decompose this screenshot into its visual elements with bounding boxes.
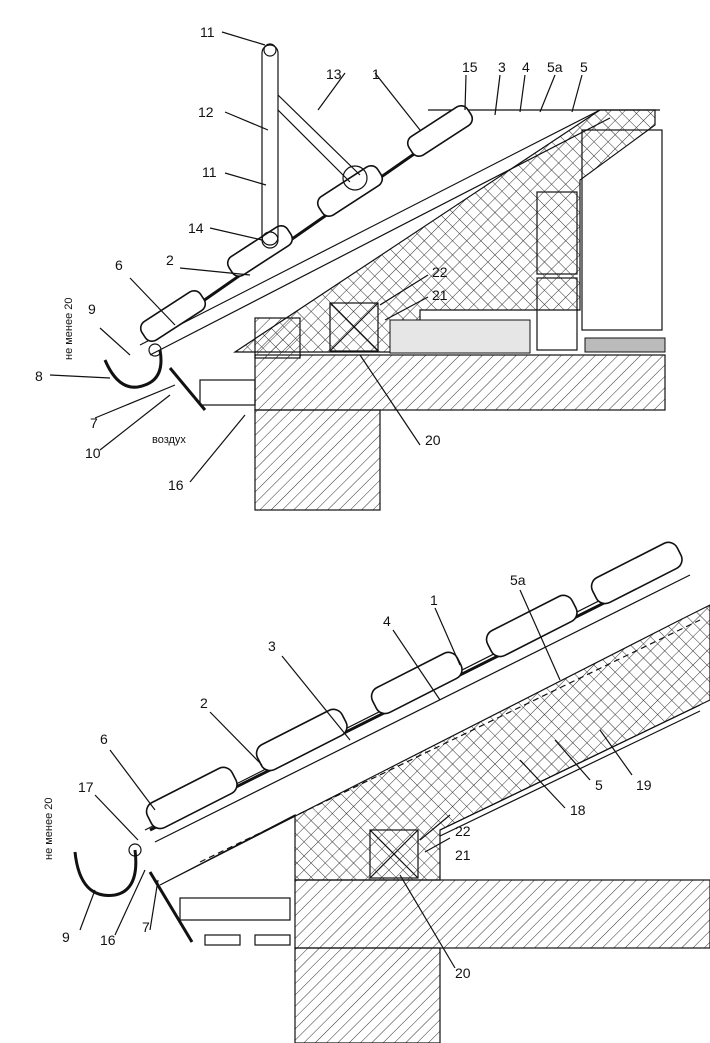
bottom-label-2: 2: [200, 695, 208, 711]
bottom-label-16: 16: [100, 932, 116, 948]
top-label-3: 3: [498, 59, 506, 75]
top-label-1: 1: [372, 66, 380, 82]
top-label-11b: 11: [202, 164, 217, 180]
top-interior-lower: [536, 277, 578, 351]
top-label-10: 10: [85, 445, 101, 461]
top-fascia-bracket: [199, 379, 256, 406]
top-tile-2: [316, 164, 384, 218]
top-label-5a: 5а: [547, 59, 563, 75]
top-beam: [329, 302, 379, 352]
bottom-note-min: не менее 20: [43, 797, 55, 860]
top-tile-4: [139, 289, 207, 343]
top-tile-3: [226, 224, 294, 278]
top-label-21: 21: [432, 287, 448, 303]
top-floor-insulation: [389, 319, 531, 354]
bottom-label-22: 22: [455, 823, 471, 839]
bottom-beam: [369, 829, 419, 879]
top-label-13: 13: [326, 66, 342, 82]
top-label-2: 2: [166, 252, 174, 268]
top-label-15: 15: [462, 59, 478, 75]
top-label-7: 7: [90, 415, 98, 431]
top-label-12: 12: [198, 104, 214, 120]
top-wall: [254, 409, 381, 511]
top-label-11a: 11: [200, 24, 215, 40]
top-label-5: 5: [580, 59, 588, 75]
top-label-8: 8: [35, 368, 43, 384]
bottom-label-1: 1: [430, 592, 438, 608]
top-gutter: [103, 349, 163, 389]
bottom-label-7: 7: [142, 919, 150, 935]
bottom-label-17: 17: [78, 779, 94, 795]
top-rafter-line-1: [139, 109, 601, 346]
bottom-section: 5а 1 4 3 2 6 17 не менее 20 18 19 5 22 2…: [43, 541, 710, 1043]
bottom-label-5: 5: [595, 777, 603, 793]
top-interior-upper: [536, 191, 578, 275]
top-label-14: 14: [188, 220, 204, 236]
bottom-floor-slab: [294, 879, 710, 949]
top-label-6: 6: [115, 257, 123, 273]
top-rafter-line-2: [149, 117, 611, 356]
top-tile-1: [406, 104, 474, 158]
bottom-label-20: 20: [455, 965, 471, 981]
top-section: 11 13 1 15 3 4 5а 5 12 11 14 2 6 9 не ме…: [35, 24, 666, 511]
top-drip-edge: [168, 367, 207, 411]
top-floor-slab: [254, 354, 666, 411]
bottom-label-18: 18: [570, 802, 586, 818]
bottom-gutter: [73, 849, 138, 897]
bottom-label-9: 9: [62, 929, 70, 945]
top-label-16: 16: [168, 477, 184, 493]
top-label-20: 20: [425, 432, 441, 448]
top-label-22: 22: [432, 264, 448, 280]
top-note-min: не менее 20: [63, 297, 75, 360]
bottom-wall: [294, 947, 441, 1043]
top-label-4: 4: [522, 59, 530, 75]
top-interior-wall: [581, 129, 663, 331]
bottom-label-5a: 5а: [510, 572, 526, 588]
bottom-ceiling-line: [439, 704, 701, 831]
bottom-label-4: 4: [383, 613, 391, 629]
bottom-label-19: 19: [636, 777, 652, 793]
bottom-label-21: 21: [455, 847, 471, 863]
bottom-label-3: 3: [268, 638, 276, 654]
top-brace: [277, 94, 361, 176]
top-air-label: воздух: [152, 434, 186, 446]
top-insulation: [233, 109, 656, 353]
top-label-9: 9: [88, 301, 96, 317]
bottom-label-6: 6: [100, 731, 108, 747]
top-ladder: [261, 44, 279, 246]
bottom-ceiling-line-2: [439, 710, 701, 837]
top-ceiling-strip: [584, 337, 666, 353]
